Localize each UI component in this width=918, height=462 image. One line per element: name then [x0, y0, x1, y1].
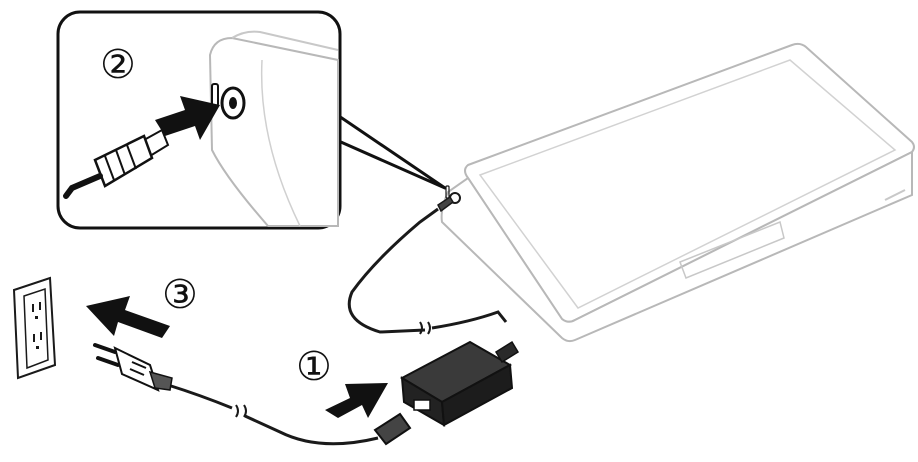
power-plug-prong-bottom: [96, 356, 120, 367]
arrow-step-2-icon: [155, 96, 220, 140]
ac-adapter: [399, 340, 520, 427]
power-plug-grip: [129, 361, 147, 376]
printer-top-panel: [478, 59, 897, 309]
step-3-number: ③: [162, 272, 198, 318]
power-plug-tail: [148, 370, 173, 391]
power-plug-body: [113, 346, 160, 392]
arrow-step-1-icon: [325, 383, 388, 418]
ac-cord-line-2: [167, 383, 233, 410]
printer-output-tray: [679, 220, 785, 279]
step-1-number: ①: [296, 344, 332, 390]
zoom-dc-plug-ribs: [104, 144, 137, 181]
dc-cable-line: [347, 207, 439, 334]
step-2-number: ②: [100, 42, 136, 88]
ac-adapter-side: [440, 363, 514, 427]
arrow-step-3-icon: [86, 296, 170, 338]
outlet-socket-bottom: [33, 332, 42, 349]
wall-outlet-inner: [23, 287, 49, 370]
ac-cord-line: [244, 414, 379, 446]
printer-illustration: [440, 42, 915, 343]
zoom-printer-crease: [260, 59, 301, 227]
zoom-printer-edge: [231, 30, 339, 51]
dc-cable-break: [419, 321, 431, 335]
dc-cable-line-2: [431, 310, 508, 330]
zoom-dc-port-inner: [229, 97, 237, 109]
power-plug-prong-top: [93, 343, 117, 354]
zoom-printer-side: [208, 36, 339, 227]
ac-power-cord: [93, 343, 412, 446]
printer-side-slot: [884, 189, 906, 201]
dc-plug-small: [437, 195, 454, 213]
ac-cord-connector: [373, 412, 412, 446]
ac-adapter-inlet: [413, 399, 431, 411]
dc-cable: [347, 195, 508, 335]
wall-outlet: [12, 276, 57, 380]
zoom-dc-cable: [63, 173, 103, 199]
ac-adapter-strain-relief: [494, 340, 520, 364]
zoom-pointer: [324, 108, 447, 190]
outlet-socket-top: [32, 302, 41, 319]
ac-cord-break: [235, 404, 247, 418]
